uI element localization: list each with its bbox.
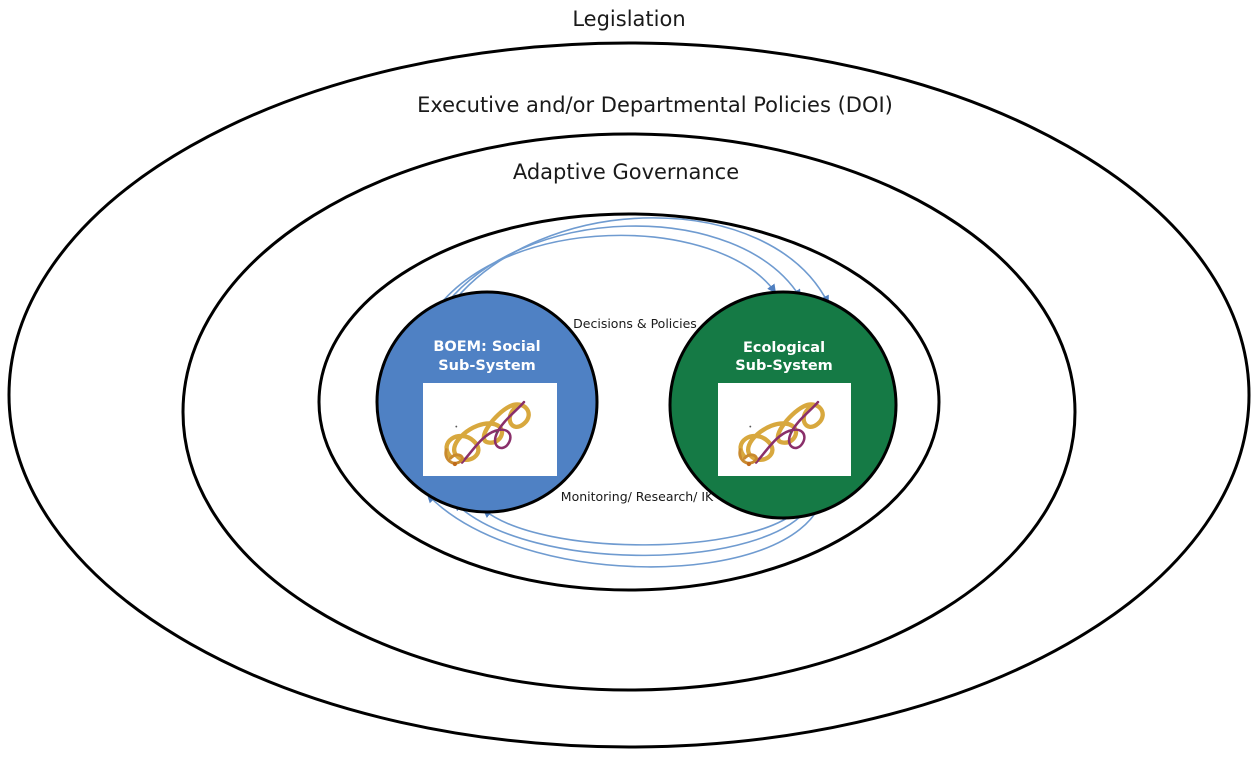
social-subsystem-title-line1: BOEM: Social <box>433 339 540 355</box>
social-subsystem-image-panel <box>423 383 557 476</box>
legislation-ring <box>7 41 1251 749</box>
social-subsystem-title-line2: Sub-System <box>438 358 536 374</box>
ecological-subsystem-node: Ecological Sub-System <box>668 290 898 520</box>
top-arrow-3 <box>449 217 829 307</box>
governance-ring <box>317 212 941 592</box>
ecological-subsystem-title-line1: Ecological <box>743 340 825 356</box>
governance-label: Adaptive Governance <box>513 160 739 184</box>
policies-label: Executive and/or Departmental Policies (… <box>417 93 893 117</box>
bottom-arrow-3 <box>482 508 799 546</box>
bottom-arrow-1 <box>426 493 823 568</box>
top-arrow-2 <box>439 225 801 313</box>
decisions-policies-arrows <box>429 217 829 319</box>
monitoring-research-arrows <box>426 493 823 568</box>
ecological-subsystem-title-line2: Sub-System <box>735 358 833 374</box>
top-arrow-1 <box>429 234 777 319</box>
legislation-label: Legislation <box>572 7 685 31</box>
social-subsystem-node: BOEM: Social Sub-System <box>375 290 599 514</box>
monitoring-research-label: Monitoring/ Research/ IK <box>561 489 714 504</box>
decisions-policies-label: Decisions & Policies <box>573 316 697 331</box>
bottom-arrow-2 <box>453 501 811 557</box>
policies-ring <box>181 132 1077 692</box>
ecological-subsystem-image-panel <box>718 383 851 476</box>
